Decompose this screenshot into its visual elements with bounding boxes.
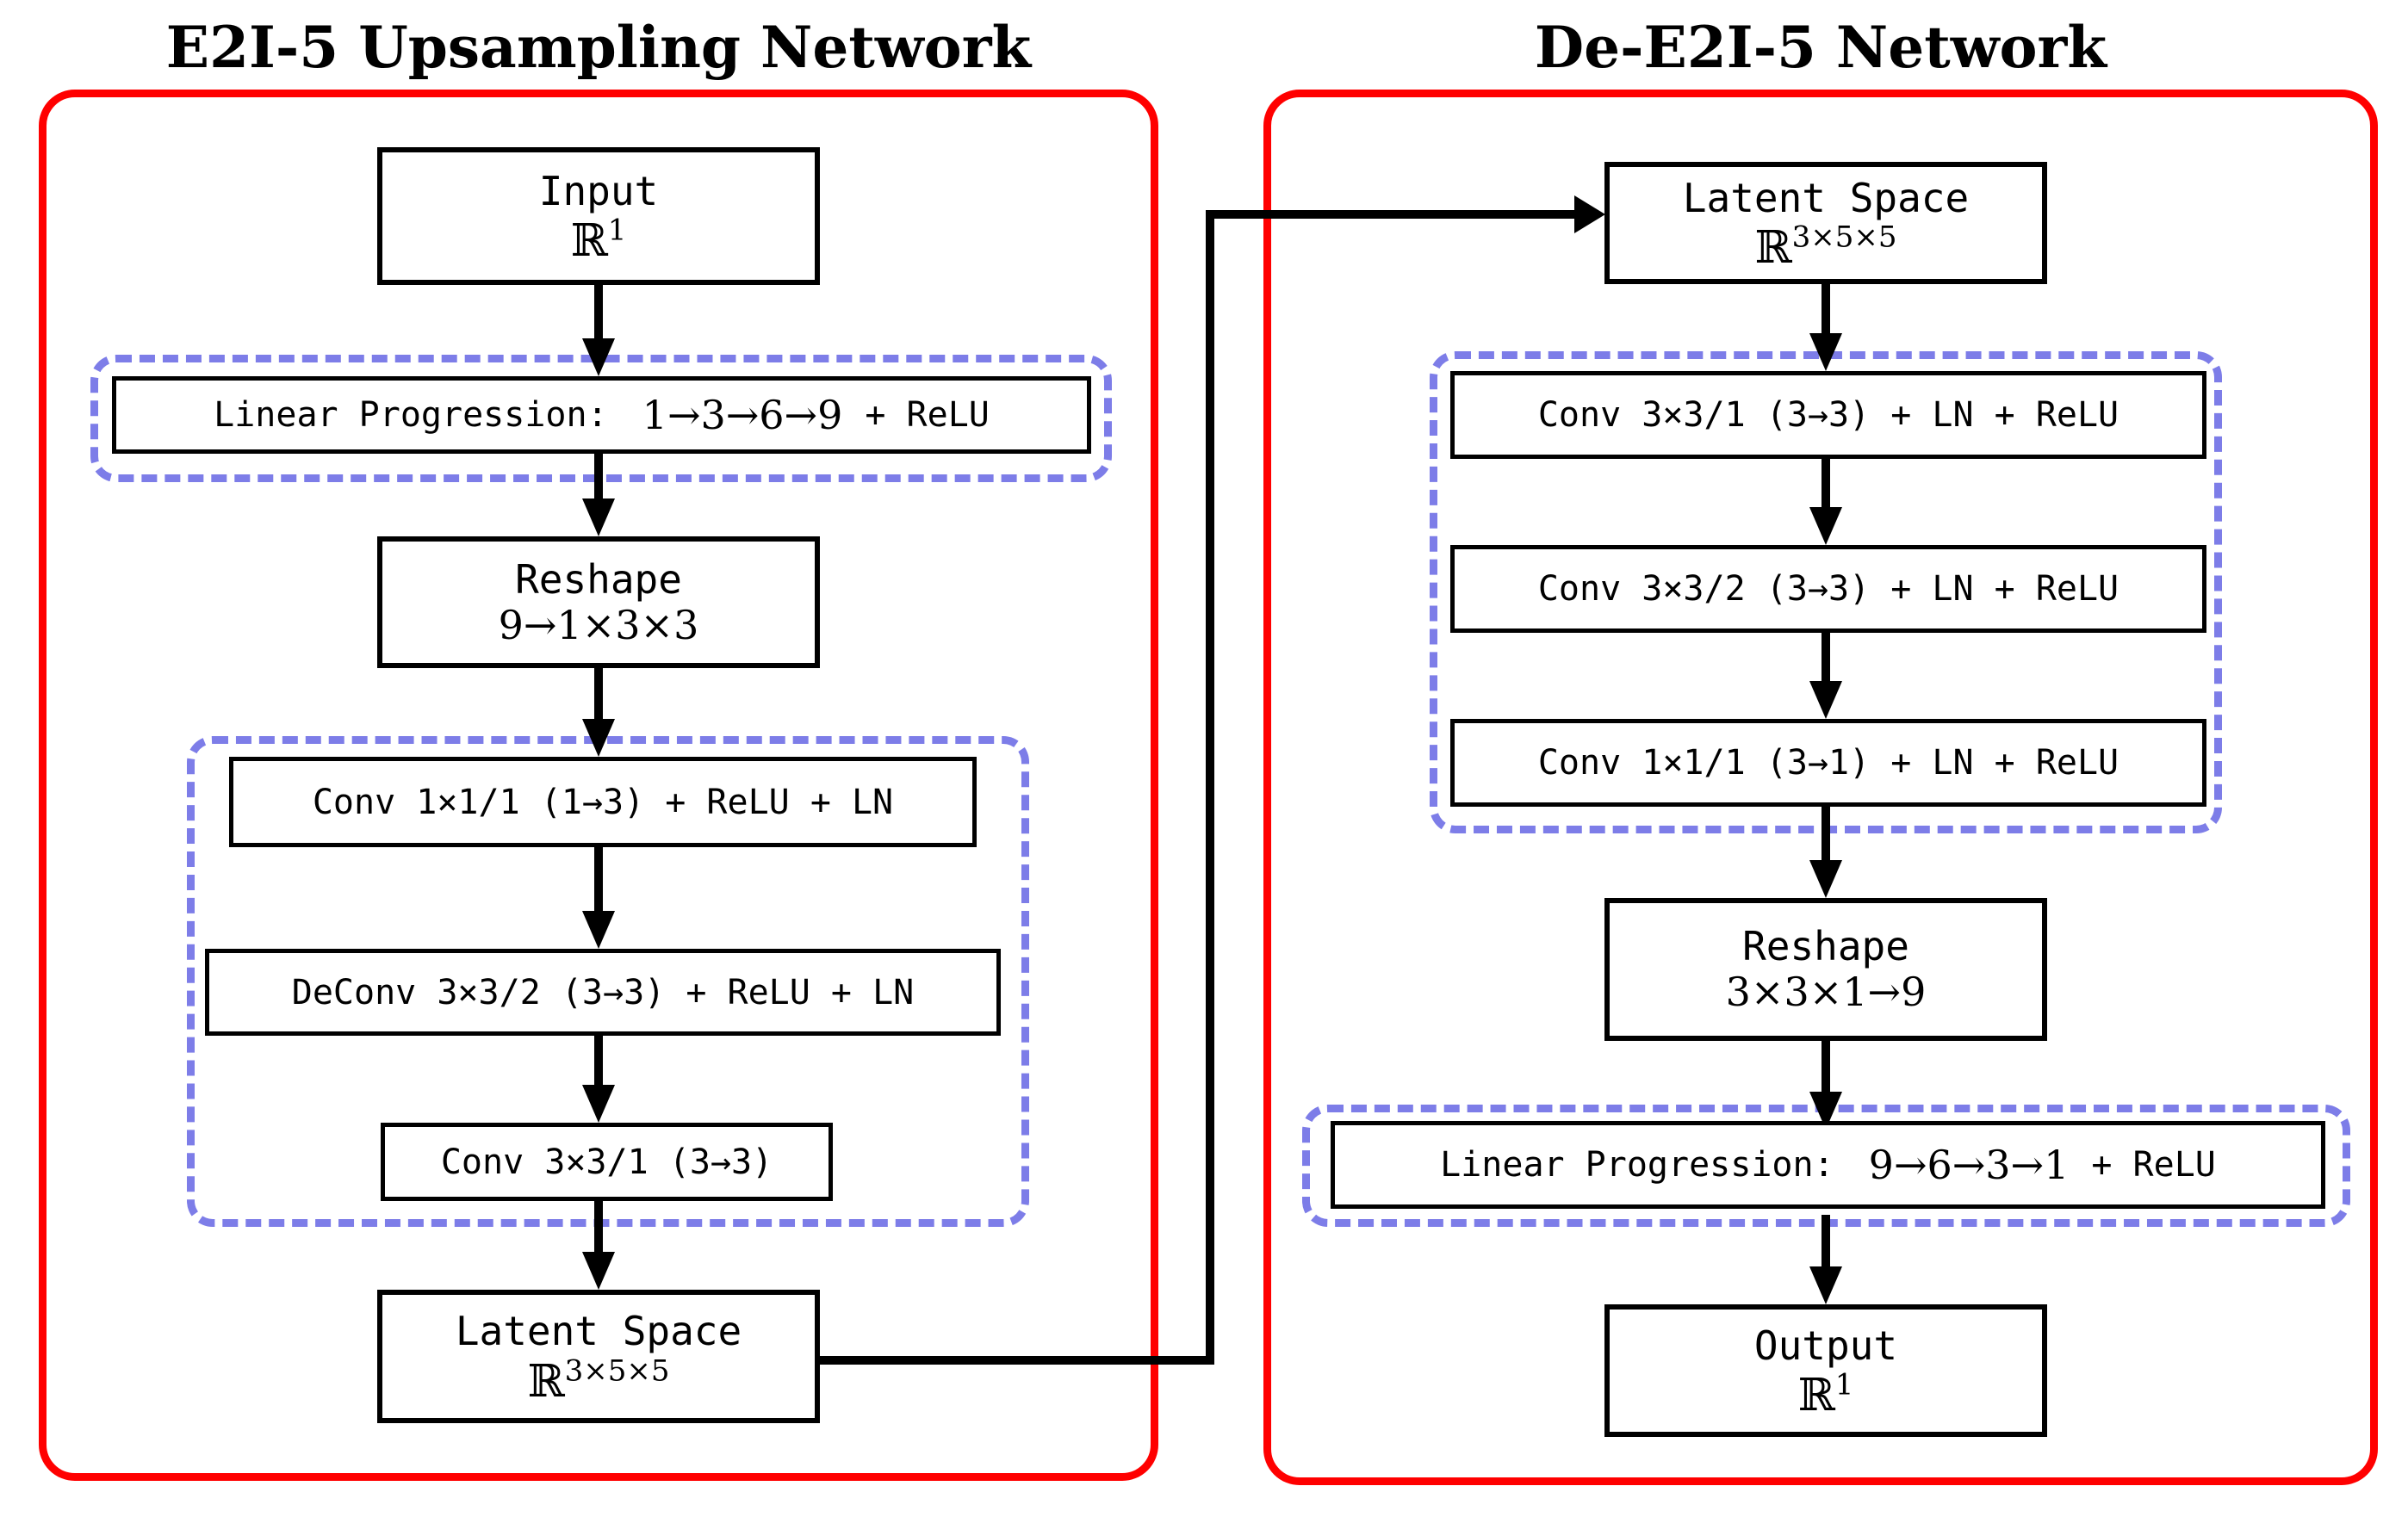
left-conv1-box: Conv 1×1/1 (1→3) + ReLU + LN bbox=[229, 757, 977, 847]
linear-progression-activation: + ReLU bbox=[865, 395, 990, 435]
flow-arrowhead-icon bbox=[582, 338, 615, 376]
connector-line-horizontal-top bbox=[1206, 210, 1576, 219]
flow-arrow-shaft bbox=[594, 453, 603, 500]
right-linear-progression-box: Linear Progression: 9→6→3→1 + ReLU bbox=[1331, 1121, 2325, 1209]
flow-arrowhead-icon bbox=[582, 1085, 615, 1123]
flow-arrow-shaft bbox=[1822, 1215, 1830, 1266]
latent-space-dimension: ℝ3×5×5 bbox=[1754, 223, 1896, 271]
flow-arrow-shaft bbox=[594, 1036, 603, 1087]
real-symbol: ℝ bbox=[527, 1355, 565, 1408]
dimension-superscript: 3×5×5 bbox=[1791, 220, 1897, 255]
conv-layer-label: Conv 3×3/1 (3→3) bbox=[440, 1142, 773, 1182]
flow-arrow-shaft bbox=[1822, 633, 1830, 681]
reshape-label: Reshape bbox=[1742, 923, 1909, 970]
latent-space-label: Latent Space bbox=[455, 1308, 742, 1355]
flow-arrow-shaft bbox=[1822, 459, 1830, 507]
left-conv2-box: Conv 3×3/1 (3→3) bbox=[381, 1123, 833, 1201]
flow-arrow-shaft bbox=[594, 847, 603, 913]
reshape-label: Reshape bbox=[515, 555, 682, 603]
reshape-dimensions: 3×3×1→9 bbox=[1725, 969, 1927, 1015]
flow-arrowhead-icon bbox=[1809, 860, 1842, 898]
right-conv1-box: Conv 3×3/1 (3→3) + LN + ReLU bbox=[1450, 371, 2206, 459]
dimension-superscript: 1 bbox=[607, 213, 627, 248]
linear-progression-label: Linear Progression: bbox=[1440, 1145, 1834, 1185]
left-linear-progression-box: Linear Progression: 1→3→6→9 + ReLU bbox=[112, 376, 1091, 454]
left-reshape-box: Reshape 9→1×3×3 bbox=[377, 536, 820, 668]
input-label: Input bbox=[538, 167, 659, 214]
latent-space-label: Latent Space bbox=[1682, 174, 1970, 221]
flow-arrowhead-icon bbox=[582, 1252, 615, 1290]
flow-arrow-shaft bbox=[1822, 1041, 1830, 1092]
flow-arrow-shaft bbox=[1822, 807, 1830, 860]
connector-arrowhead-icon bbox=[1574, 195, 1605, 233]
right-latent-space-box: Latent Space ℝ3×5×5 bbox=[1604, 162, 2047, 284]
left-network-title: E2I-5 Upsampling Network bbox=[165, 14, 1032, 81]
right-conv3-box: Conv 1×1/1 (3→1) + LN + ReLU bbox=[1450, 719, 2206, 807]
right-network-frame bbox=[1263, 90, 2378, 1485]
dimension-superscript: 1 bbox=[1834, 1367, 1854, 1402]
right-reshape-box: Reshape 3×3×1→9 bbox=[1604, 898, 2047, 1041]
real-symbol: ℝ bbox=[570, 215, 608, 268]
linear-progression-label: Linear Progression: bbox=[214, 395, 608, 435]
flow-arrow-shaft bbox=[594, 668, 603, 721]
flow-arrowhead-icon bbox=[1809, 681, 1842, 719]
right-conv2-box: Conv 3×3/2 (3→3) + LN + ReLU bbox=[1450, 545, 2206, 633]
connector-line-horizontal-bottom bbox=[818, 1356, 1210, 1365]
output-label: Output bbox=[1753, 1322, 1898, 1369]
dimension-superscript: 3×5×5 bbox=[564, 1353, 670, 1389]
left-network-frame bbox=[39, 90, 1158, 1481]
flow-arrowhead-icon bbox=[1809, 507, 1842, 545]
left-latent-space-box: Latent Space ℝ3×5×5 bbox=[377, 1290, 820, 1423]
conv-layer-label: Conv 3×3/2 (3→3) + LN + ReLU bbox=[1537, 569, 2119, 609]
flow-arrowhead-icon bbox=[582, 719, 615, 757]
latent-space-dimension: ℝ3×5×5 bbox=[527, 1356, 669, 1404]
flow-arrowhead-icon bbox=[1809, 333, 1842, 371]
flow-arrowhead-icon bbox=[1809, 1266, 1842, 1304]
linear-progression-sequence: 1→3→6→9 bbox=[642, 391, 843, 438]
flow-arrowhead-icon bbox=[582, 911, 615, 949]
linear-progression-sequence: 9→6→3→1 bbox=[1868, 1141, 2070, 1188]
conv-layer-label: Conv 3×3/1 (3→3) + LN + ReLU bbox=[1537, 395, 2119, 435]
flow-arrow-shaft bbox=[594, 285, 603, 340]
input-box: Input ℝ1 bbox=[377, 147, 820, 285]
real-symbol: ℝ bbox=[1797, 1370, 1835, 1422]
output-dimension: ℝ1 bbox=[1797, 1370, 1854, 1422]
connector-line-vertical bbox=[1206, 210, 1214, 1365]
reshape-dimensions: 9→1×3×3 bbox=[498, 601, 699, 648]
deconv-layer-label: DeConv 3×3/2 (3→3) + ReLU + LN bbox=[291, 972, 915, 1012]
flow-arrowhead-icon bbox=[582, 498, 615, 536]
input-dimension: ℝ1 bbox=[571, 216, 627, 264]
conv-layer-label: Conv 1×1/1 (1→3) + ReLU + LN bbox=[312, 782, 894, 822]
conv-layer-label: Conv 1×1/1 (3→1) + LN + ReLU bbox=[1537, 743, 2119, 783]
linear-progression-activation: + ReLU bbox=[2091, 1145, 2216, 1185]
real-symbol: ℝ bbox=[1754, 222, 1792, 275]
flow-arrow-shaft bbox=[1822, 284, 1830, 333]
flow-arrow-shaft bbox=[594, 1201, 603, 1254]
left-deconv-box: DeConv 3×3/2 (3→3) + ReLU + LN bbox=[205, 949, 1001, 1036]
output-box: Output ℝ1 bbox=[1604, 1304, 2047, 1437]
right-network-title: De-E2I-5 Network bbox=[1534, 14, 2107, 81]
